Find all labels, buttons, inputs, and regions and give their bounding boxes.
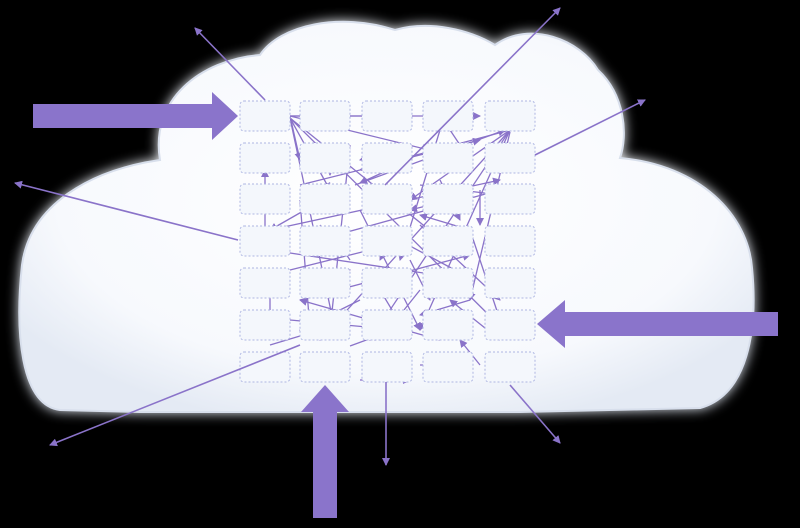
grid-node xyxy=(299,351,351,383)
grid-node xyxy=(361,225,413,257)
grid-node xyxy=(484,100,536,132)
edge-arrow xyxy=(289,115,303,161)
grid-node xyxy=(361,100,413,132)
outgoing-arrow xyxy=(49,344,301,447)
grid-node xyxy=(299,267,351,299)
grid-node xyxy=(299,309,351,341)
outgoing-arrow xyxy=(194,27,266,101)
grid-node xyxy=(239,183,291,215)
outgoing-arrow-layer xyxy=(14,7,646,466)
input-arrow-right xyxy=(537,300,778,348)
grid-node xyxy=(422,183,474,215)
edge-arrow xyxy=(319,129,511,341)
outgoing-arrow xyxy=(534,99,646,156)
grid-node xyxy=(239,225,291,257)
grid-node xyxy=(422,142,474,174)
grid-node xyxy=(422,309,474,341)
grid-node xyxy=(484,309,536,341)
grid-node xyxy=(361,142,413,174)
outgoing-arrow xyxy=(384,7,561,186)
input-arrow-left xyxy=(33,92,238,140)
grid-node xyxy=(299,142,351,174)
grid-node xyxy=(484,225,536,257)
outgoing-arrow xyxy=(509,384,561,444)
grid-node xyxy=(239,267,291,299)
grid-node xyxy=(422,351,474,383)
edge-arrow xyxy=(289,117,449,246)
grid-node xyxy=(484,351,536,383)
input-arrow-bottom xyxy=(301,385,349,518)
grid-node xyxy=(422,225,474,257)
grid-node xyxy=(361,267,413,299)
grid-node xyxy=(484,183,536,215)
outgoing-arrow xyxy=(14,180,239,241)
edge-arrow xyxy=(299,199,314,331)
grid-node xyxy=(239,309,291,341)
grid-node xyxy=(239,142,291,174)
grid-node xyxy=(299,225,351,257)
grid-node xyxy=(239,100,291,132)
grid-node xyxy=(361,351,413,383)
grid-node xyxy=(361,309,413,341)
grid-node xyxy=(299,183,351,215)
grid-node xyxy=(361,183,413,215)
node-grid xyxy=(239,100,536,383)
grid-node xyxy=(422,267,474,299)
grid-node xyxy=(484,142,536,174)
grid-node xyxy=(484,267,536,299)
grid-node xyxy=(239,351,291,383)
grid-node xyxy=(422,100,474,132)
grid-node xyxy=(299,100,351,132)
